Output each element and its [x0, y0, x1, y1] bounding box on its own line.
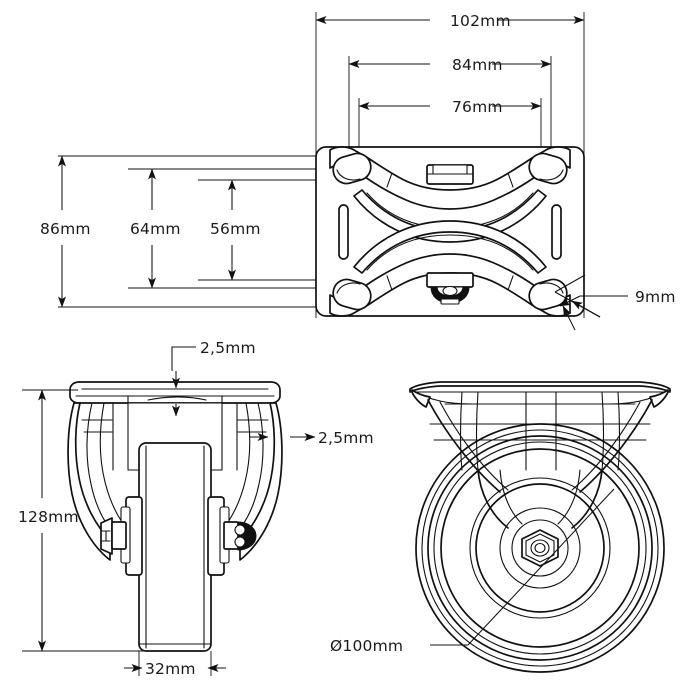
dim-hole-spacing-84: 84mm — [348, 56, 552, 74]
plate-top-fastener — [426, 164, 474, 185]
front-elevation-view: 128mm 32mm 2,5mm 2,5mm — [18, 339, 374, 678]
dim-plate-depth-86: 86mm — [40, 155, 91, 308]
mounting-hole-bottom-left — [332, 278, 372, 311]
side-axle-nut — [521, 529, 559, 567]
dim-label-fork-thickness: 2,5mm — [318, 429, 374, 447]
dim-hole-spacing-76: 76mm — [358, 98, 542, 116]
dim-label-hole-depth-outer: 64mm — [130, 220, 181, 238]
plate-bottom-fastener — [426, 272, 474, 305]
dim-wheel-width-32: 32mm — [124, 660, 226, 678]
wheel-outer-circle — [415, 423, 665, 673]
dim-hole-depth-64: 64mm — [130, 168, 181, 289]
dim-label-wheel-diameter: Ø100mm — [330, 637, 403, 655]
dim-label-hole-spacing-inner: 76mm — [452, 98, 503, 116]
dim-label-plate-width: 102mm — [450, 12, 511, 30]
plate-mounting-holes — [332, 152, 568, 311]
side-top-plate — [409, 381, 671, 405]
dim-wheel-diameter-100: Ø100mm — [330, 488, 615, 655]
front-wheel — [138, 442, 212, 652]
top-view-depth-extension-lines — [58, 155, 335, 308]
dim-plate-width-102: 102mm — [315, 12, 585, 30]
side-slot-left — [338, 204, 349, 260]
mounting-hole-top-left — [332, 152, 372, 185]
plate-side-slots — [338, 204, 562, 260]
mounting-hole-bottom-right — [528, 278, 568, 311]
dim-label-wheel-width: 32mm — [145, 660, 196, 678]
side-wheel — [415, 423, 665, 673]
dim-overall-height-128: 128mm — [18, 389, 79, 652]
dim-hole-diameter-9: 9mm — [554, 274, 676, 331]
front-axle-bolt — [100, 517, 127, 555]
top-plate-view: 102mm 84mm 76mm 86mm 64mm 56mm — [40, 12, 676, 331]
dim-label-plate-depth: 86mm — [40, 220, 91, 238]
front-axle-nut — [223, 521, 257, 551]
side-elevation-view: Ø100mm — [330, 381, 671, 673]
dim-label-hole-depth-inner: 56mm — [210, 220, 261, 238]
dim-label-plate-thickness: 2,5mm — [200, 339, 256, 357]
dim-label-hole-diameter: 9mm — [635, 288, 676, 306]
wheel-tread-front — [138, 442, 212, 652]
dim-label-overall-height: 128mm — [18, 508, 79, 526]
plate-slot-lower — [353, 220, 547, 274]
side-slot-right — [551, 204, 562, 260]
dim-plate-thickness-25: 2,5mm — [171, 339, 256, 417]
front-top-plate — [69, 381, 281, 404]
dim-label-hole-spacing-outer: 84mm — [452, 56, 503, 74]
dim-fork-thickness-25: 2,5mm — [250, 429, 374, 447]
dim-hole-depth-56: 56mm — [210, 179, 261, 281]
mounting-hole-top-right — [528, 152, 568, 185]
